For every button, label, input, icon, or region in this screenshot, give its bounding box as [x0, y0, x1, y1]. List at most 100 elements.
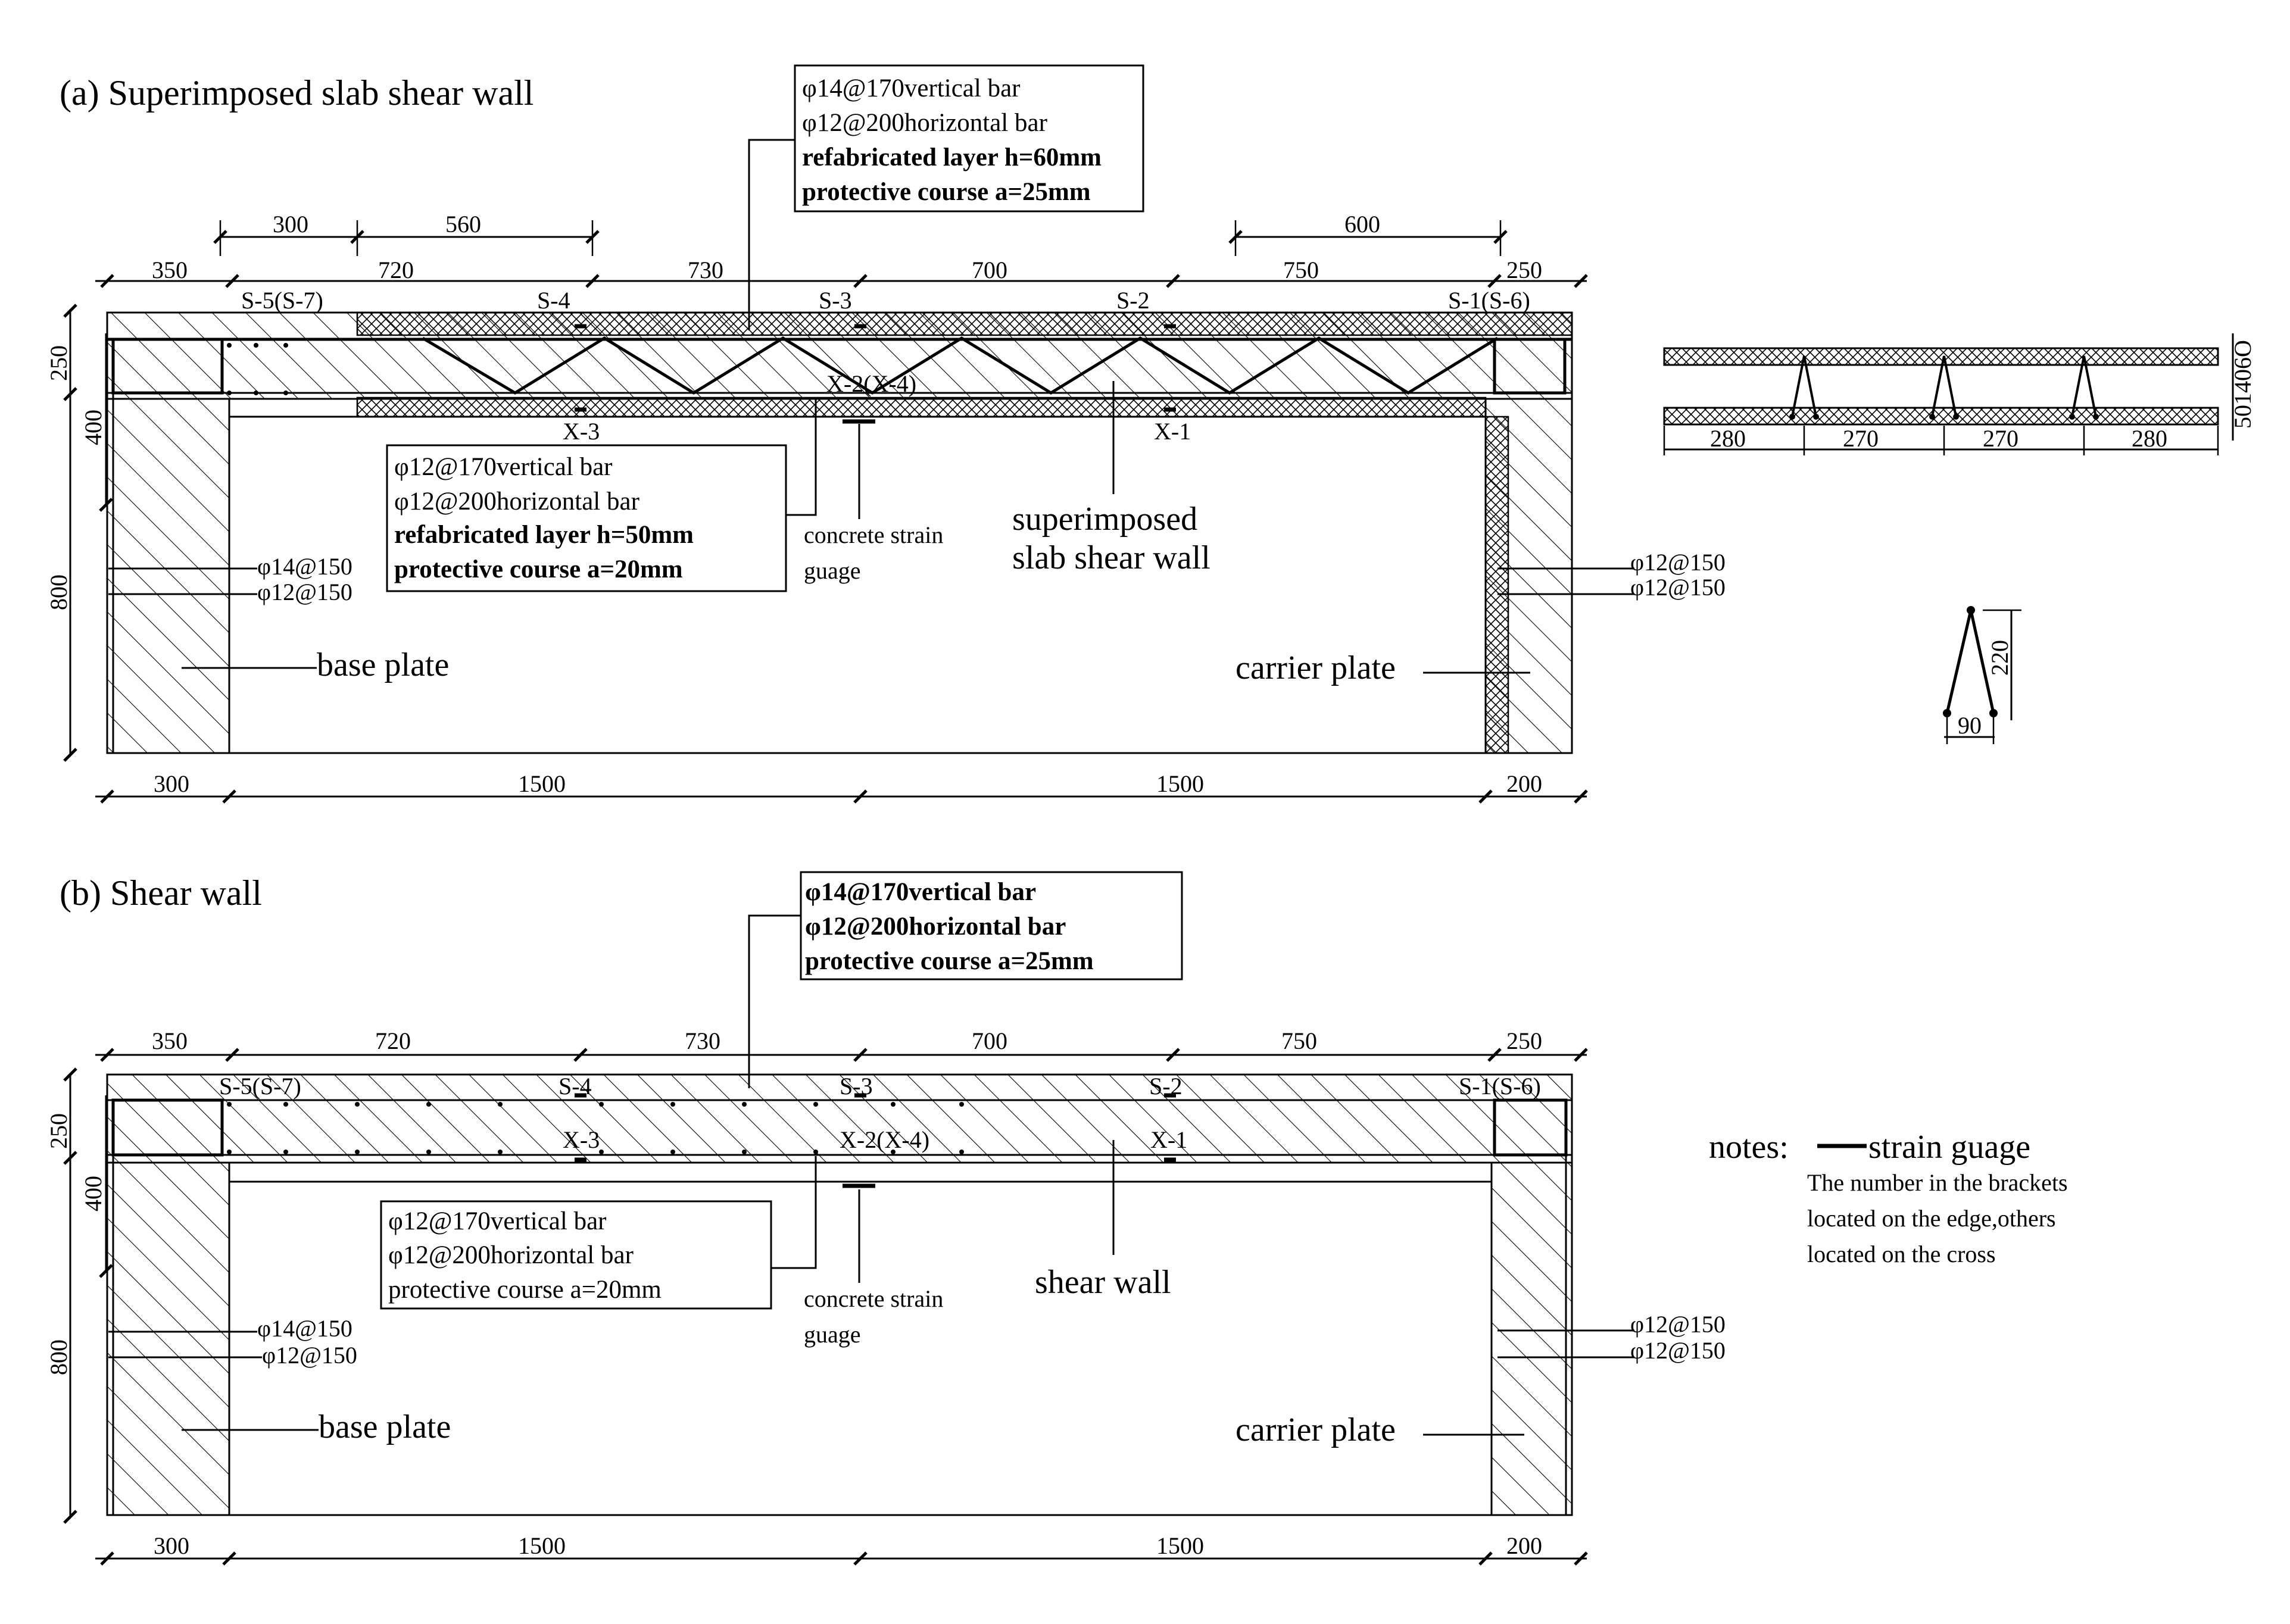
dim-label: 720	[375, 1028, 411, 1054]
right-bar-label: φ12@150	[1630, 574, 1726, 601]
callout-line: φ12@170vertical bar	[388, 1207, 607, 1235]
panel-b-gauge-labels: S-5(S-7) S-4 S-3 S-2 S-1(S-6) X-3 X-2(X-…	[219, 1073, 1541, 1153]
left-bar-label: φ12@150	[262, 1342, 357, 1369]
dim-label: 300	[154, 1532, 189, 1559]
panel-b-specimen	[106, 1073, 1573, 1516]
panel-a-top-callout: φ14@170vertical bar φ12@200horizontal ba…	[748, 64, 1144, 330]
dim-label: 600	[1344, 211, 1380, 238]
concrete-gauge-label: guage	[804, 557, 861, 584]
base-plate-label: base plate	[317, 647, 449, 683]
wall-label: slab shear wall	[1012, 539, 1210, 576]
dim-label: 560	[445, 211, 481, 238]
wall-label: shear wall	[1035, 1264, 1171, 1301]
panel-b: (b) Shear wall φ14@170vertical bar φ12@2…	[45, 871, 1726, 1566]
panel-b-dimensions-top: 350 720 730 700 750 250	[95, 1028, 1588, 1062]
dim-label: 250	[1506, 257, 1542, 283]
concrete-gauge-label: concrete strain	[804, 1285, 943, 1312]
panel-b-dimensions-left: 250 400 800	[45, 1067, 113, 1524]
dim-label: 200	[1506, 1532, 1542, 1559]
dim-label: 400	[80, 410, 107, 445]
dim-label: 730	[688, 257, 723, 283]
right-bar-label: φ12@150	[1630, 1311, 1726, 1338]
panel-a-dimensions-top1: 300 560 600	[213, 211, 1508, 256]
truss-height-label: 220	[1986, 640, 2013, 676]
dim-label: 1500	[1156, 770, 1204, 797]
notes-legend: strain guage	[1868, 1129, 2030, 1166]
detail-dim-label: 270	[1983, 425, 2018, 452]
detail-dim-label: 280	[2132, 425, 2167, 452]
left-bar-label: φ12@150	[257, 579, 352, 605]
detail-side-dims: 501406O	[2229, 340, 2256, 429]
concrete-gauge-label: concrete strain	[804, 521, 943, 548]
callout-line: refabricated layer h=60mm	[802, 143, 1102, 171]
gauge-label: S-1(S-6)	[1459, 1073, 1541, 1100]
wall-label: superimposed	[1012, 501, 1197, 538]
dim-label: 800	[45, 574, 72, 610]
base-plate-label: base plate	[319, 1408, 451, 1445]
right-bar-label: φ12@150	[1630, 1337, 1726, 1364]
gauge-label: S-2	[1116, 287, 1150, 314]
dim-label: 300	[154, 770, 189, 797]
panel-a-specimen	[106, 311, 1573, 754]
callout-line: refabricated layer h=50mm	[394, 521, 694, 549]
gauge-label: X-2(X-4)	[840, 1126, 929, 1153]
dim-label: 730	[685, 1028, 720, 1054]
gauge-label: X-2(X-4)	[826, 370, 916, 397]
panel-b-top-callout: φ14@170vertical bar φ12@200horizontal ba…	[748, 871, 1183, 1088]
dim-label: 200	[1506, 770, 1542, 797]
right-bar-label: φ12@150	[1630, 549, 1726, 576]
panel-b-bottom-callout: φ12@170vertical bar φ12@200horizontal ba…	[380, 1156, 817, 1310]
callout-line: φ12@200horizontal bar	[805, 913, 1066, 941]
notes-line: located on the edge,others	[1807, 1205, 2056, 1232]
dim-label: 1500	[518, 770, 566, 797]
gauge-label: S-3	[840, 1073, 873, 1100]
panel-a: (a) Superimposed slab shear wall φ14@170…	[45, 64, 1726, 804]
dim-label: 800	[45, 1339, 72, 1375]
carrier-plate-label: carrier plate	[1236, 1411, 1396, 1448]
dim-label: 700	[972, 1028, 1007, 1054]
gauge-label: S-4	[537, 287, 570, 314]
callout-line: φ12@200horizontal bar	[802, 109, 1047, 137]
callout-line: φ12@200horizontal bar	[394, 488, 639, 516]
dim-label: 700	[972, 257, 1007, 283]
gauge-label: S-4	[559, 1073, 592, 1100]
truss-width-label: 90	[1958, 712, 1982, 739]
panel-a-dimensions-left: 250 400 800	[45, 304, 113, 762]
gauge-label: X-1	[1154, 418, 1191, 445]
callout-line: protective course a=25mm	[805, 947, 1094, 975]
dim-label: 350	[152, 1028, 188, 1054]
dim-label: 400	[80, 1176, 107, 1211]
dim-label: 300	[273, 211, 308, 238]
left-bar-label: φ14@150	[257, 1315, 352, 1342]
dim-label: 250	[45, 1113, 72, 1149]
panel-a-bottom-callout: φ12@170vertical bar φ12@200horizontal ba…	[386, 398, 817, 592]
panel-a-gauge-labels: S-5(S-7) S-4 S-3 S-2 S-1(S-6) X-3 X-2(X-…	[241, 287, 1530, 445]
notes-label: notes:	[1709, 1129, 1789, 1166]
notes-line: The number in the brackets	[1807, 1169, 2068, 1196]
panel-b-dimensions-bottom: 300 1500 1500 200	[95, 1532, 1588, 1566]
notes-line: located on the cross	[1807, 1241, 1996, 1267]
dim-label: 250	[45, 345, 72, 381]
left-bar-label: φ14@150	[257, 553, 352, 580]
dim-label: 1500	[1156, 1532, 1204, 1559]
dim-label: 750	[1283, 257, 1319, 283]
gauge-label: S-2	[1149, 1073, 1183, 1100]
gauge-label: S-1(S-6)	[1448, 287, 1530, 314]
carrier-plate-label: carrier plate	[1236, 649, 1396, 686]
dim-label: 1500	[518, 1532, 566, 1559]
gauge-label: X-3	[563, 1126, 600, 1153]
callout-line: protective course a=25mm	[802, 178, 1091, 206]
gauge-label: S-5(S-7)	[241, 287, 323, 314]
gauge-label: S-5(S-7)	[219, 1073, 301, 1100]
gauge-label: S-3	[819, 287, 852, 314]
callout-line: φ14@170vertical bar	[805, 878, 1036, 906]
panel-a-dimensions-top2: 350 720 730 700 750 250	[95, 257, 1588, 288]
callout-line: protective course a=20mm	[388, 1276, 662, 1304]
callout-line: protective course a=20mm	[394, 555, 683, 583]
notes: notes: strain guage The number in the br…	[1709, 1129, 2068, 1267]
concrete-gauge-label: guage	[804, 1321, 861, 1348]
panel-a-dimensions-bottom: 300 1500 1500 200	[95, 770, 1588, 804]
gauge-label: X-3	[563, 418, 600, 445]
detail-dim-label: 270	[1843, 425, 1879, 452]
